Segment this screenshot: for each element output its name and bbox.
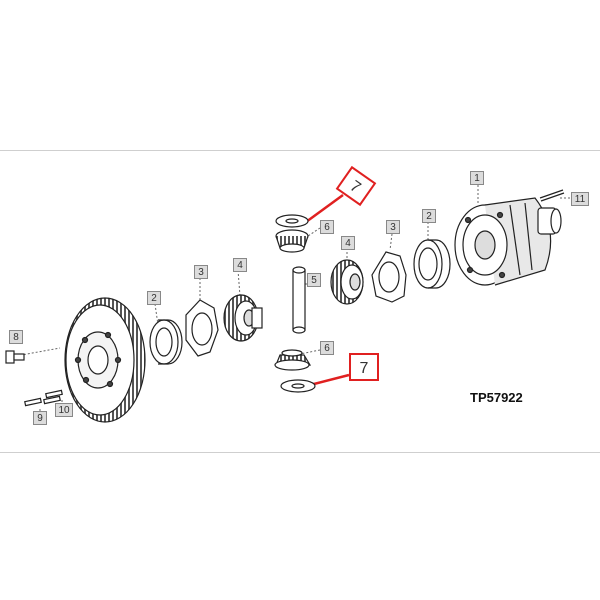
- pinion-gear-bottom: [274, 349, 312, 371]
- thrust-washer-right: [413, 239, 451, 289]
- gasket-right: [371, 251, 407, 303]
- callout-2-left: 2: [147, 291, 161, 305]
- callout-6-bottom: 6: [320, 341, 334, 355]
- gasket-left: [185, 299, 219, 357]
- side-gear-right: [330, 259, 364, 305]
- side-gear-left: [223, 294, 263, 342]
- callout-4-right: 4: [341, 236, 355, 250]
- callout-7-bottom: 7: [349, 353, 379, 381]
- callout-6-top: 6: [320, 220, 334, 234]
- bolt-8: [5, 350, 25, 364]
- figure-reference: TP57922: [470, 390, 523, 405]
- callout-10: 10: [55, 403, 73, 417]
- ring-gear: [64, 297, 146, 423]
- differential-case: [454, 197, 562, 286]
- callout-9: 9: [33, 411, 47, 425]
- callout-3-left: 3: [194, 265, 208, 279]
- red-leaders: [305, 193, 350, 387]
- washer-top: [275, 214, 309, 228]
- callout-3-right: 3: [386, 220, 400, 234]
- top-divider: [0, 150, 600, 151]
- callout-8: 8: [9, 330, 23, 344]
- pinion-shaft: [292, 266, 306, 334]
- callout-4-left: 4: [233, 258, 247, 272]
- dowel-pins: [24, 389, 63, 407]
- callout-2-right: 2: [422, 209, 436, 223]
- bottom-divider: [0, 452, 600, 453]
- pin-11: [539, 189, 565, 202]
- callout-11: 11: [571, 192, 589, 206]
- pinion-gear-top: [275, 229, 309, 253]
- thrust-washer-left: [149, 319, 183, 365]
- callout-1: 1: [470, 171, 484, 185]
- leader-lines: [15, 185, 571, 418]
- washer-bottom: [280, 379, 316, 393]
- callout-5: 5: [307, 273, 321, 287]
